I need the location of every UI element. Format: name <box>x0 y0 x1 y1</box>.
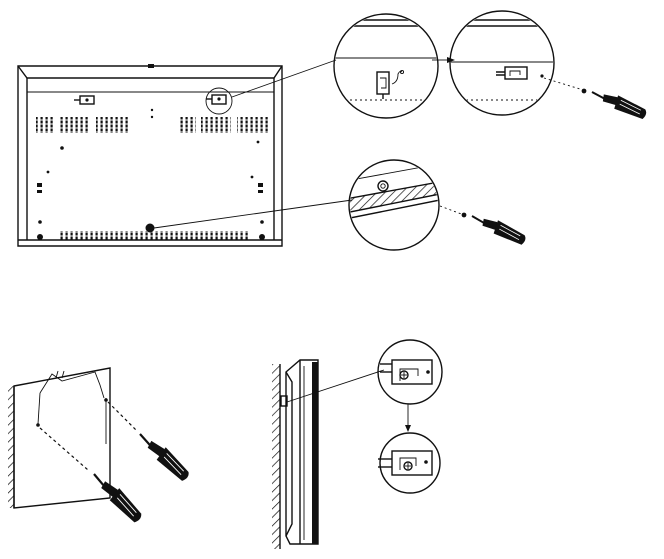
wall-bracket-icon <box>376 71 390 99</box>
wall-bracket-icon <box>496 66 528 80</box>
screwdriver-icon <box>131 429 196 484</box>
bottom-screw-callout <box>348 159 530 251</box>
wall <box>272 364 280 549</box>
wall-bracket-icon <box>74 95 95 105</box>
bottom-vent-grille <box>60 231 248 240</box>
screwdriver-icon <box>587 87 650 121</box>
wall-screw-install <box>8 367 196 525</box>
vent-grille <box>36 117 54 133</box>
vent-grille <box>60 117 90 133</box>
screw-icon <box>104 398 108 402</box>
vent-grille <box>96 117 128 133</box>
bracket-detail-callout <box>333 13 439 119</box>
wall-bracket-icon <box>378 450 433 476</box>
vent-grille <box>201 117 231 133</box>
vent-grille <box>237 117 269 133</box>
arrow-icon <box>405 425 411 432</box>
heater-back-view <box>17 59 353 247</box>
wall-hang-side-view <box>272 359 385 549</box>
screw-icon <box>36 423 40 427</box>
screw-icon <box>439 205 467 218</box>
vent-grille <box>178 117 196 133</box>
bracket-screw-removed-callout <box>449 10 650 121</box>
bracket-detail-marker <box>205 87 233 115</box>
screwdriver-icon <box>467 211 530 247</box>
wall-bracket-icon <box>206 94 227 105</box>
bottom-screw-marker <box>145 223 155 233</box>
bracket-hook-after-callout <box>378 432 441 494</box>
wall-bracket-icon <box>380 359 433 385</box>
screwdriver-icon <box>84 469 149 525</box>
arrow-icon <box>447 57 455 63</box>
bracket-hook-before-callout <box>377 339 443 405</box>
screw-icon <box>540 74 587 94</box>
